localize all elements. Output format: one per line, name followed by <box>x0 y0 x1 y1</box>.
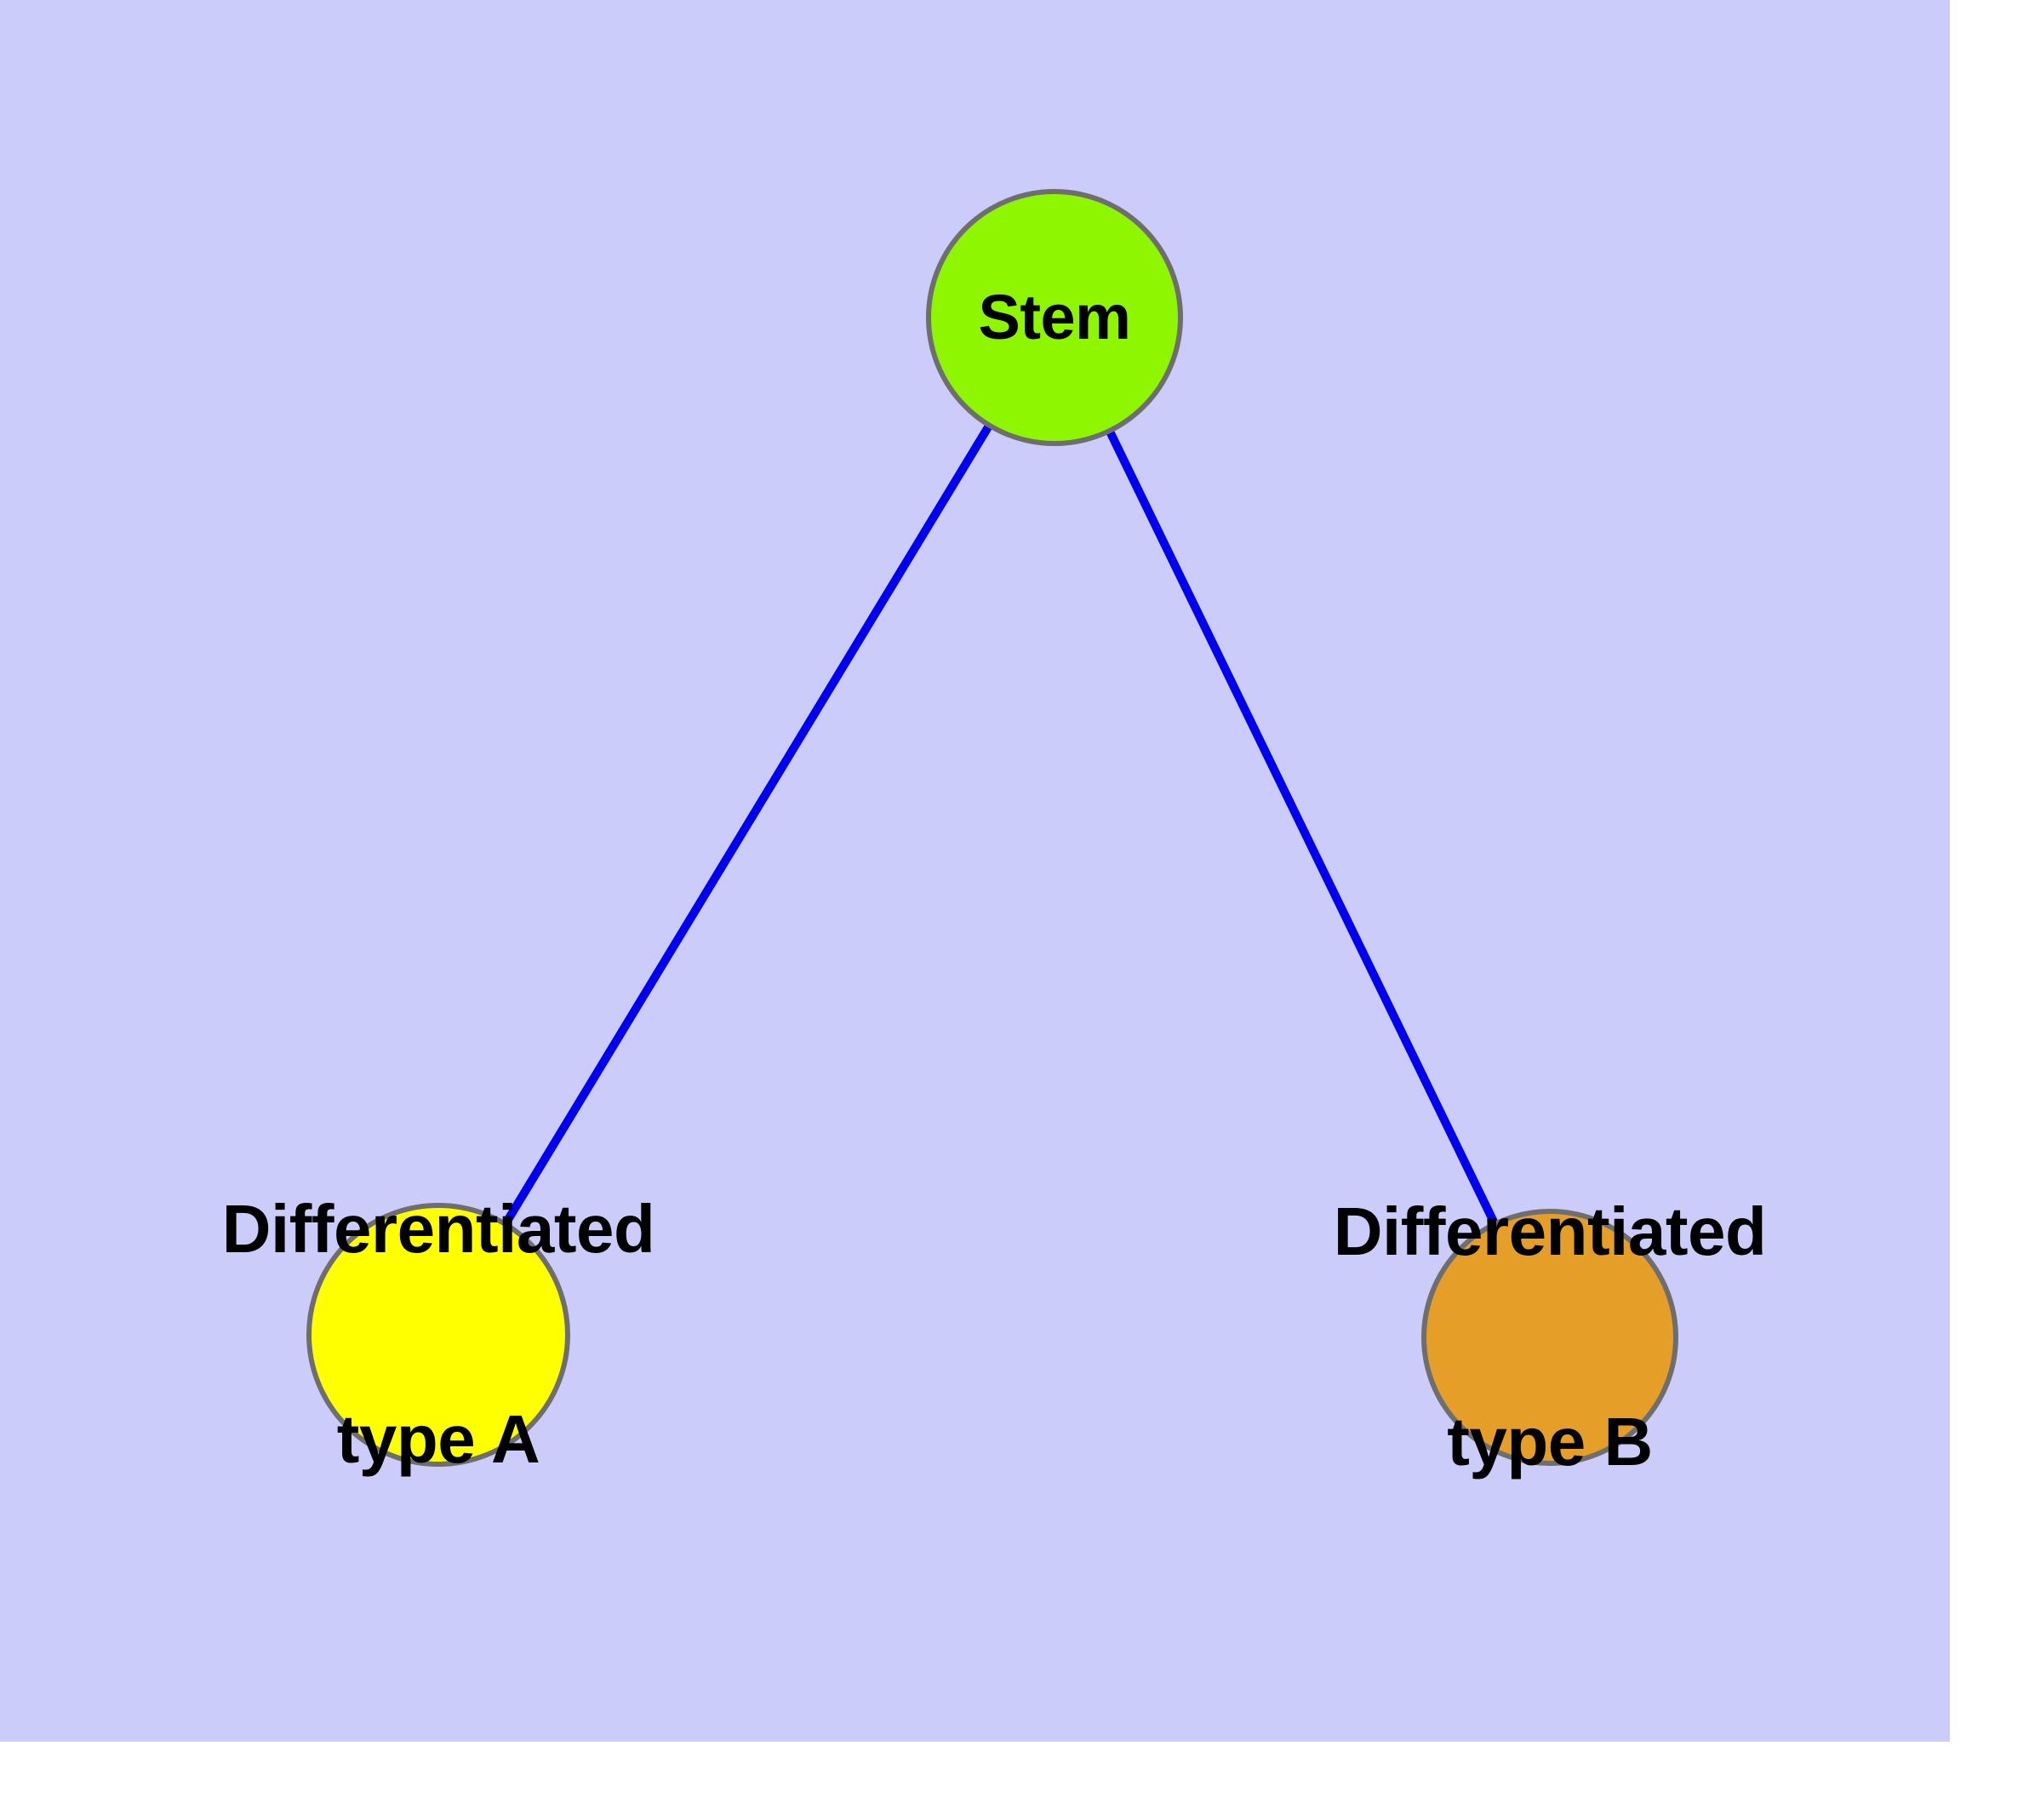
node-layer: Stem Differentiated type A Differentiate… <box>222 189 1767 1477</box>
edge-stem-to-type-a[interactable] <box>434 315 1059 1337</box>
edge-layer <box>434 315 1554 1340</box>
node-stem[interactable] <box>926 189 1183 446</box>
node-differentiated-type-b[interactable] <box>1421 1209 1678 1466</box>
edge-stem-to-type-b[interactable] <box>1050 315 1554 1340</box>
node-differentiated-type-a[interactable] <box>306 1203 570 1467</box>
